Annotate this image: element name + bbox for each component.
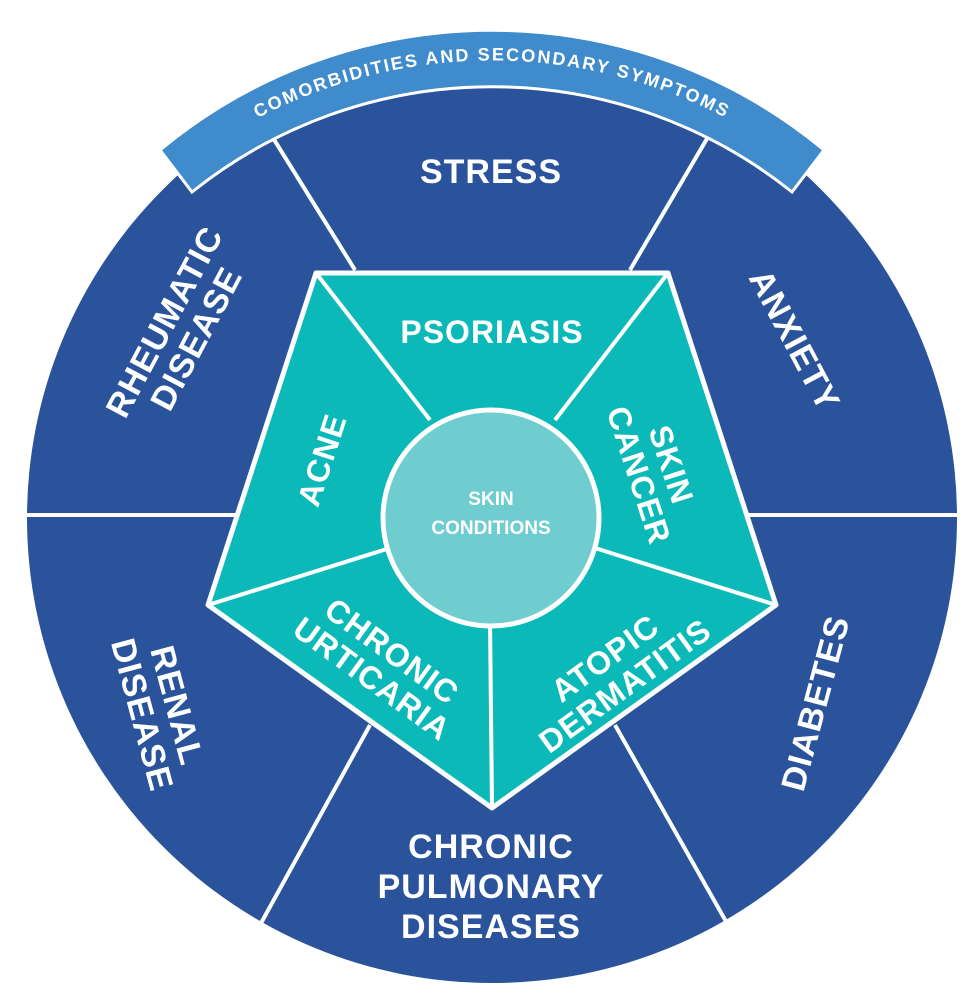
divider-stress-anxiety (628, 123, 717, 272)
center-label-line1: SKIN (468, 489, 513, 510)
label-psoriasis: PSORIASIS (400, 314, 583, 350)
divider-pulmonary-renal (258, 724, 372, 926)
label-pulmonary-line2: PULMONARY (378, 868, 605, 906)
divider-stress-rheumatic (263, 123, 357, 272)
divider-acne-psoriasis (314, 271, 432, 422)
divider-psoriasis-skincancer (553, 271, 670, 422)
banner-ribbon (157, 28, 827, 195)
divider-skincancer-atopic (594, 546, 777, 607)
label-stress: STRESS (420, 153, 562, 191)
divider-diabetes-pulmonary (613, 724, 730, 926)
divider-atopic-urticaria (488, 619, 494, 809)
center-label-line2: CONDITIONS (431, 518, 550, 539)
outer-dividers (25, 123, 960, 926)
label-pulmonary-line1: CHRONIC (408, 828, 574, 866)
inner-dividers (207, 271, 777, 809)
center-circle (380, 407, 602, 629)
label-pulmonary-line3: DISEASES (401, 908, 581, 946)
label-chronic-pulmonary-group: CHRONIC PULMONARY DISEASES (378, 828, 605, 946)
divider-urticaria-acne (207, 546, 391, 607)
